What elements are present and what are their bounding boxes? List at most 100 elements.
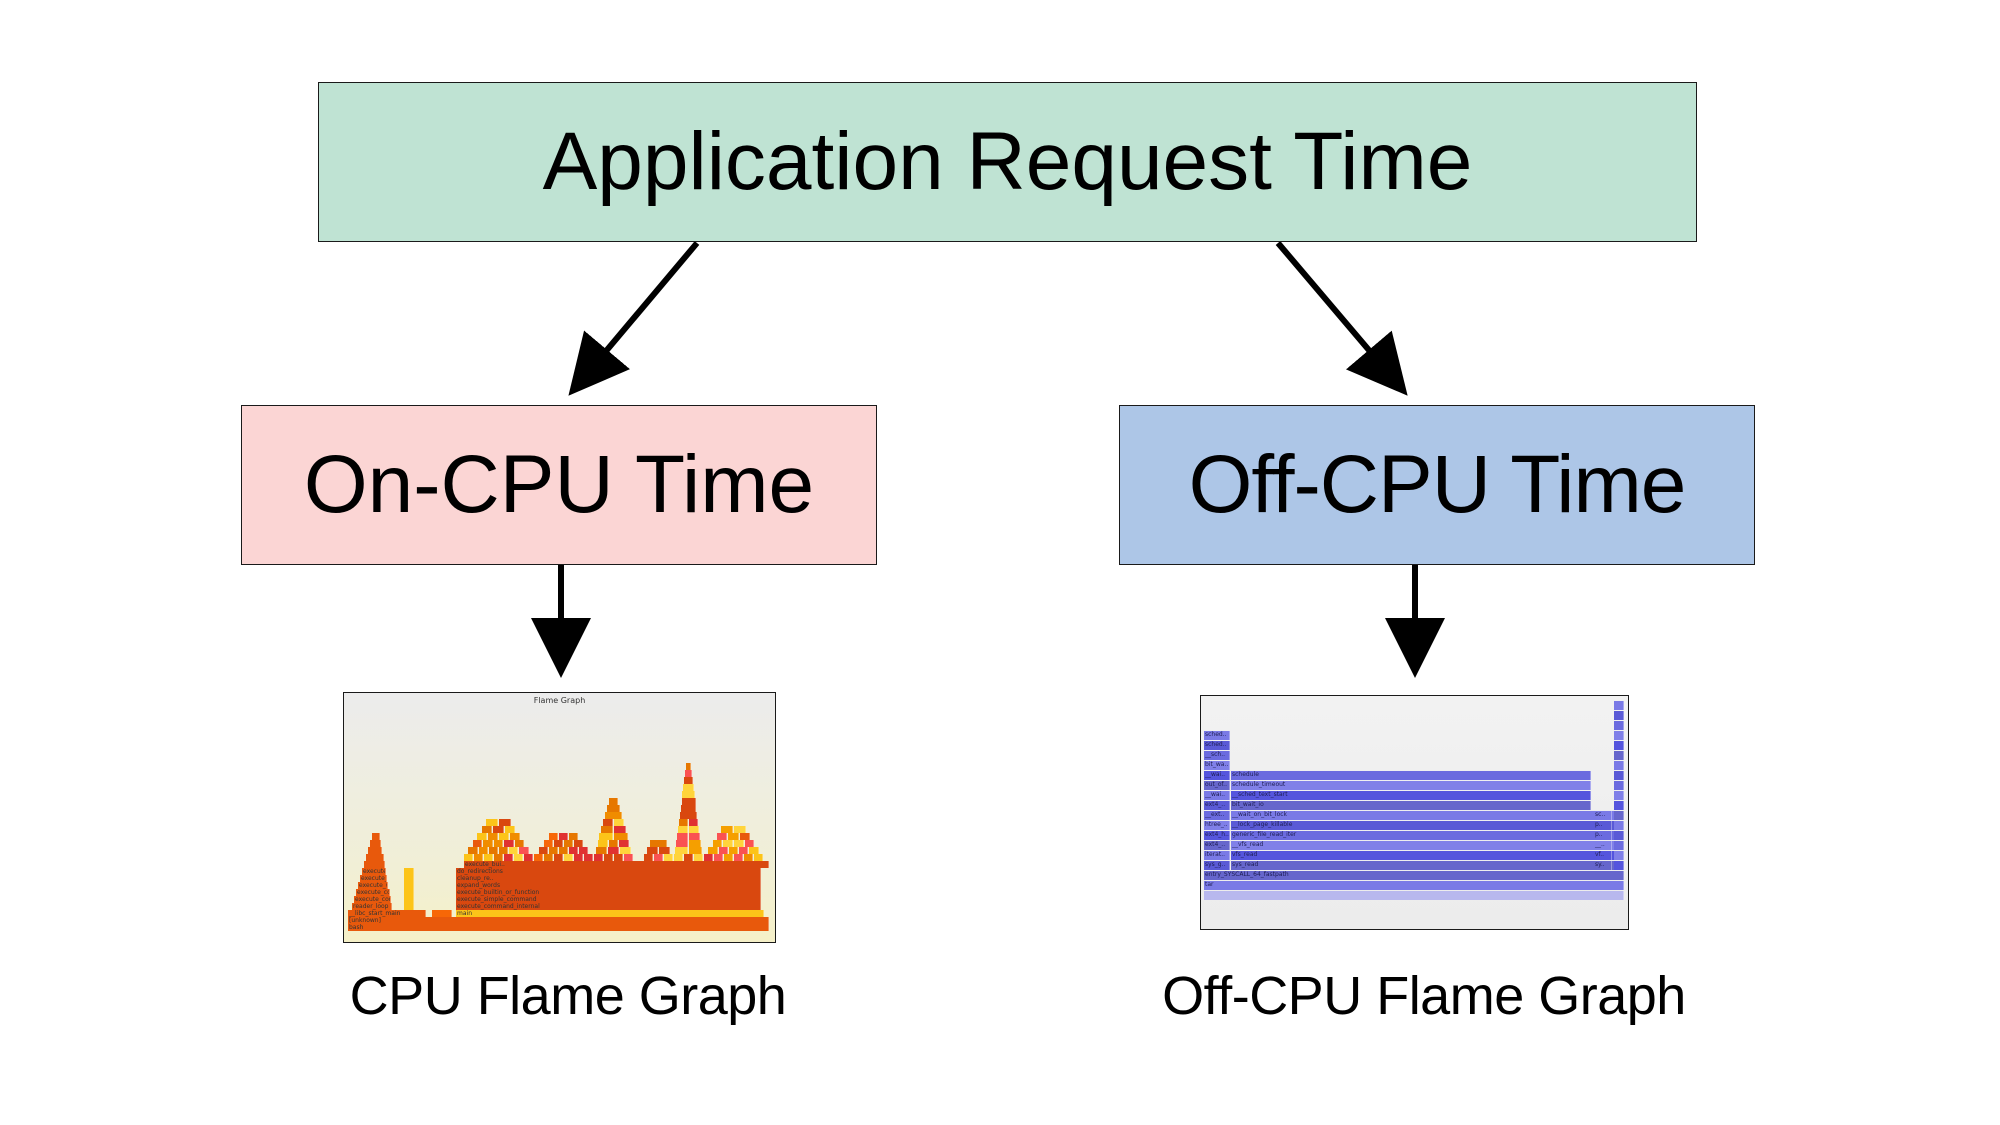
offcpu-flame-frame [1614,781,1624,790]
flame-frame [723,840,733,847]
flame-frame [404,896,414,903]
flame-frame: execute_command_internal [456,903,761,910]
offcpu-flame-frame: sys_read [1231,861,1621,870]
flame-frame: expand_words [456,882,761,889]
offcpu-flame-frame: sys_g.. [1204,861,1230,870]
flame-frame [603,819,613,826]
offcpu-flame-frame: htree_.. [1204,821,1230,830]
offcpu-flame-frame: __sched_text_start [1231,791,1591,800]
flame-frame [624,854,633,861]
flame-frame [708,847,718,854]
offcpu-flame-frame [1614,761,1624,770]
flame-frame [734,840,744,847]
flame-frame: execute_bui.. [464,861,769,868]
offcpu-flame-frame: __wait_on_bit_lock [1231,811,1621,820]
flame-frame [604,854,613,861]
flame-frame [477,833,488,840]
flame-frame [544,854,553,861]
flame-frame [647,847,658,854]
flame-frame [559,833,568,840]
flame-frame [366,854,384,861]
flame-frame [721,826,733,833]
flame-frame [724,854,733,861]
offcpu-flame-frame: bit_wait_io [1231,801,1591,810]
offcpu-flame-frame: __vfs_read [1231,841,1621,850]
flame-frame [504,840,514,847]
flame-frame [524,854,533,861]
flame-frame [544,840,553,847]
flame-frame [404,875,414,882]
offcpu-flame-frame [1614,711,1624,720]
offcpu-flame-frame: iterat.. [1204,851,1230,860]
flame-frame [488,847,498,854]
offcpu-flame-frame: vfs_read [1231,851,1621,860]
flame-frame [372,833,380,840]
flame-frame [689,819,699,826]
flame-frame [684,854,693,861]
flame-frame [554,854,563,861]
flame-frame [519,847,529,854]
flame-frame [607,847,620,854]
flame-frame [734,826,746,833]
flame-frame [659,847,670,854]
flame-frame [404,903,414,910]
offcpu-flame-frame [1614,801,1624,810]
on-cpu-time-label: On-CPU Time [303,439,815,530]
offcpu-flame-frame: p.. [1594,821,1612,830]
flame-frame [514,854,523,861]
flame-frame: execute_command_internal [356,889,390,896]
offcpu-flame-frame: __.. [1594,841,1612,850]
flame-frame [728,847,739,854]
flame-frame [514,840,525,847]
flame-frame [754,854,763,861]
offcpu-flame-graph-caption: Off-CPU Flame Graph [1162,966,1686,1026]
flame-frame [464,854,473,861]
flame-frame [728,833,739,840]
flame-frame [574,854,583,861]
offcpu-flame-frame [1614,851,1624,860]
offcpu-flame-frame: sched.. [1204,731,1230,740]
flame-frame [509,847,519,854]
offcpu-flame-frame: __wai.. [1204,771,1230,780]
flame-frame [597,840,608,847]
flame-frame [614,826,626,833]
offcpu-flame-frame [1614,791,1624,800]
flame-frame [494,854,503,861]
flame-frame [564,840,573,847]
offcpu-flame-frame: ext4_h.. [1204,831,1230,840]
offcpu-flame-frame [1614,831,1624,840]
flame-frame [370,840,382,847]
offcpu-flame-frame: schedule_timeout [1231,781,1591,790]
flame-frame: execute_simple_command [456,896,761,903]
flame-frame [364,861,385,868]
flame-frame [509,833,520,840]
flame-frame [678,819,688,826]
flame-frame [474,854,483,861]
offcpu-flame-frame: out_of.. [1204,781,1230,790]
flame-frame [368,847,383,854]
offcpu-flame-frame: tar [1204,881,1624,890]
flame-frame [714,854,723,861]
flame-frame [404,868,414,875]
flame-frame [704,854,713,861]
flame-frame [676,833,688,840]
flame-frame: execute_command [362,868,386,875]
flame-frame [493,840,504,847]
offcpu-flame-frame: __ext.. [1204,811,1230,820]
flame-frame [493,826,504,833]
flame-frame [404,882,414,889]
flame-frame [744,854,753,861]
flame-frame: main [456,910,764,917]
flame-frame: execute_command [354,896,391,903]
flame-frame [689,833,701,840]
flame-frame [684,777,693,784]
offcpu-flame-frame: sched.. [1204,741,1230,750]
application-request-time-label: Application Request Time [542,116,1473,207]
flame-frame: execute_builtin_or_function [456,889,761,896]
offcpu-flame-frame [1614,701,1624,710]
flame-frame: __libc_start_main [348,910,426,917]
flame-frame [679,812,698,819]
offcpu-flame-frame: __sch.. [1204,751,1230,760]
flame-frame [650,840,667,847]
